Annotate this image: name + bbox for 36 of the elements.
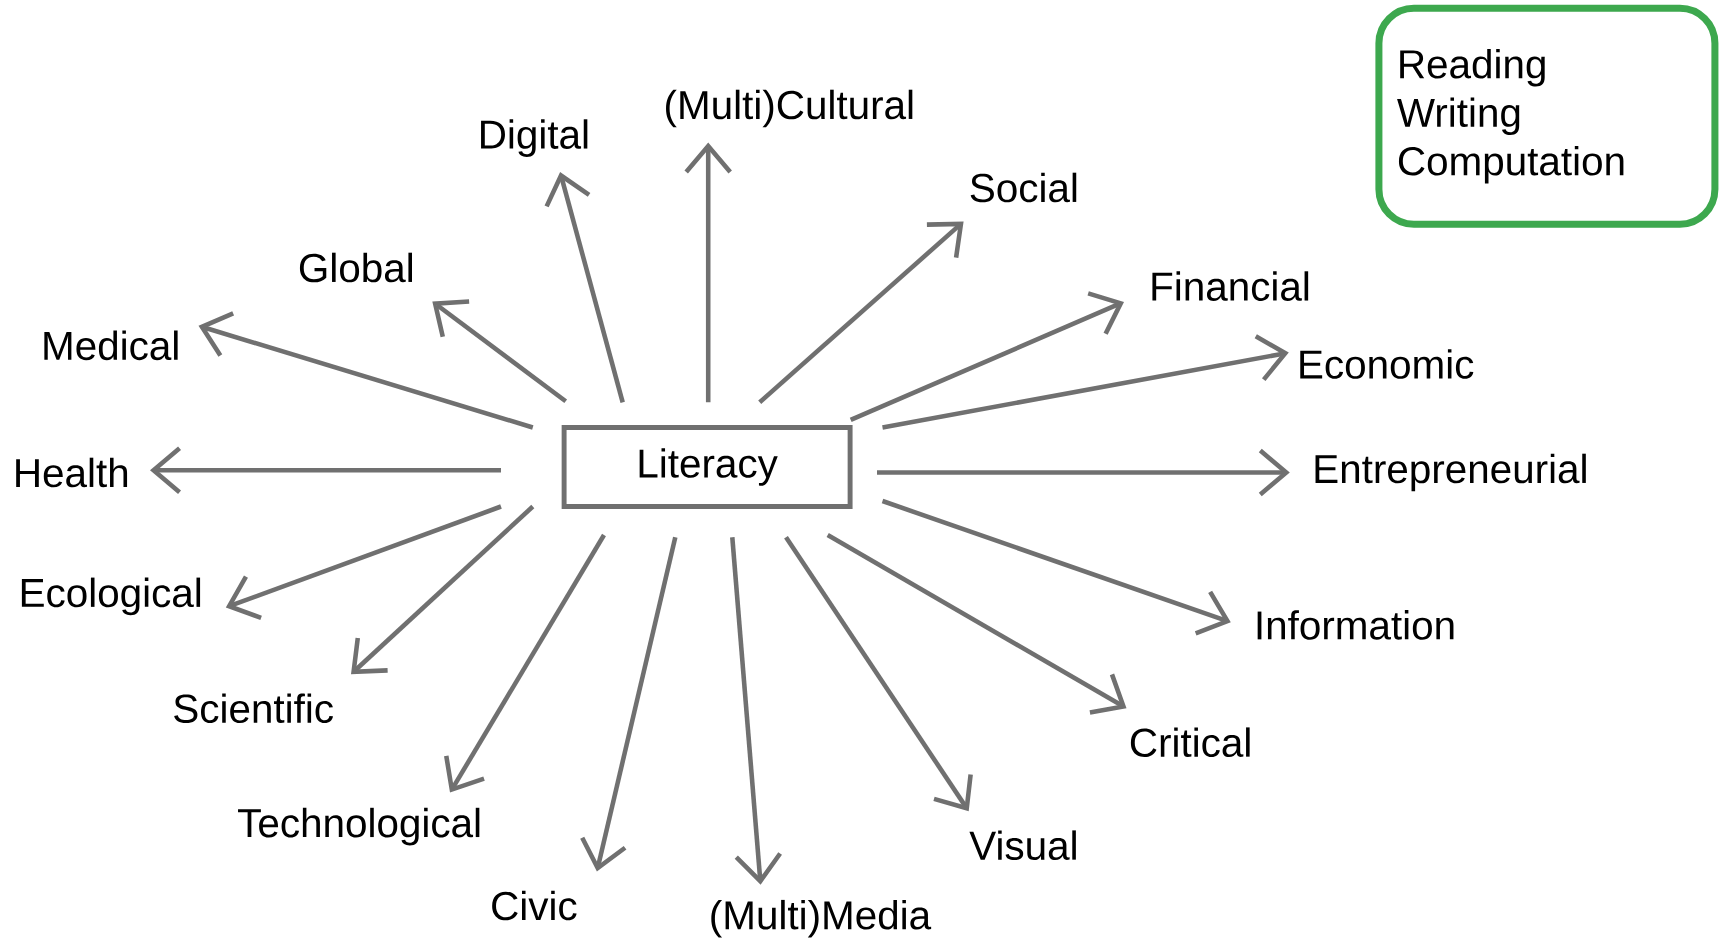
arrow — [198, 311, 534, 430]
arrow — [784, 535, 973, 812]
arrow — [877, 448, 1290, 497]
arrow — [150, 446, 501, 495]
literacy-type-label: Economic — [1300, 349, 1474, 379]
literacy-box: Literacy — [561, 425, 853, 509]
arrow — [730, 537, 782, 885]
arrow — [826, 533, 1127, 715]
arrow — [544, 172, 625, 403]
literacy-type-label: Civic — [492, 890, 577, 921]
literacy-type-label: Medical — [44, 330, 178, 361]
literacy-type-label: Digital — [481, 119, 588, 157]
literacy-type-label: Technological — [238, 807, 480, 846]
arrow — [225, 504, 502, 621]
arrow — [758, 221, 964, 405]
literacy-type-label: Entrepreneurial — [1315, 453, 1586, 492]
literacy-type-label: Visual — [969, 830, 1076, 861]
arrow — [580, 536, 678, 872]
arrow — [684, 142, 732, 403]
literacy-type-label: Social — [970, 172, 1077, 203]
literacy-type-label: Financial — [1152, 271, 1309, 301]
literacy-type-label: Critical — [1130, 727, 1250, 758]
arrow — [444, 533, 606, 793]
arrow — [432, 299, 568, 404]
arrow — [882, 334, 1289, 430]
arrow — [849, 291, 1124, 422]
arrow — [351, 504, 535, 675]
literacy-type-label: Health — [16, 457, 128, 488]
literacy-type-label: Ecological — [21, 577, 201, 616]
literacy-type-label: Global — [299, 252, 412, 283]
skills-box: Reading Writing Computation — [1375, 4, 1719, 228]
literacy-type-label: Information — [1257, 610, 1454, 640]
literacy-type-label: (Multi)Cultural — [666, 89, 913, 128]
arrow — [881, 498, 1231, 636]
literacy-type-label: (Multi)Media — [711, 899, 932, 938]
literacy-type-label: Scientific — [174, 693, 333, 724]
